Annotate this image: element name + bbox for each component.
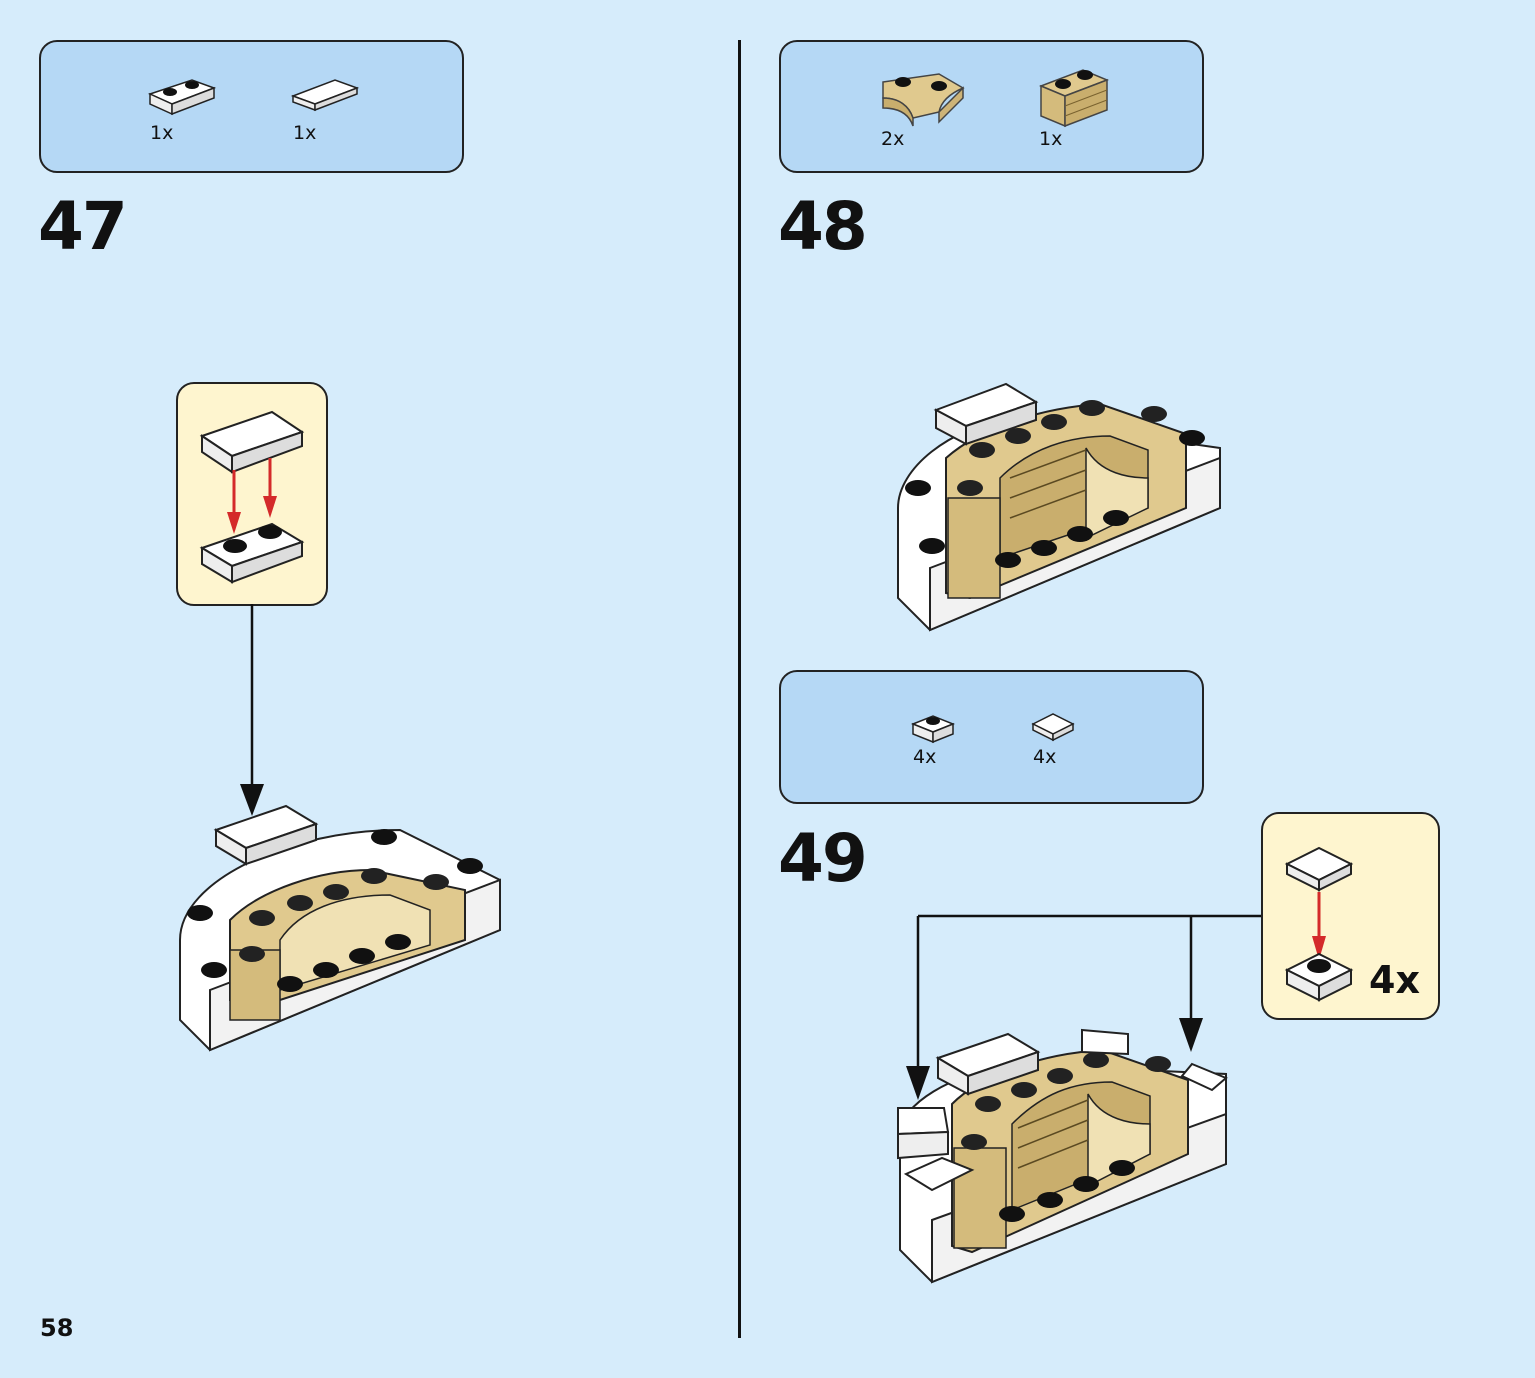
white-plate-1x2-icon	[147, 79, 216, 116]
part-item: 2x	[879, 68, 969, 150]
white-tile-1x2-icon	[290, 79, 359, 112]
tan-masonry-brick-icon	[1038, 69, 1110, 128]
white-plate-1x1-icon	[910, 715, 956, 744]
part-qty: 2x	[881, 128, 905, 150]
callout-arrows	[906, 914, 1261, 1100]
parts-box-step-48: 2x 1x	[779, 40, 1204, 173]
callout-qty: 4x	[1369, 958, 1420, 1002]
part-item: 1x	[1037, 62, 1127, 150]
part-item: 4x	[909, 708, 999, 768]
model-step-48	[897, 382, 1221, 632]
part-qty: 1x	[150, 122, 174, 144]
callout-step-49: 4x	[1261, 812, 1440, 1020]
part-qty: 4x	[1033, 746, 1057, 768]
model-step-47	[179, 804, 501, 1052]
callout-step-47	[176, 382, 328, 606]
part-item: 1x	[146, 72, 236, 144]
parts-box-step-47: 1x 1x	[39, 40, 464, 173]
tile-onto-plate-1x1-icon	[1284, 846, 1354, 1002]
part-qty: 1x	[1039, 128, 1063, 150]
column-divider	[738, 40, 741, 1338]
parts-box-step-49: 4x 4x	[779, 670, 1204, 804]
callout-arrow	[240, 604, 264, 816]
step-number-48: 48	[778, 188, 868, 265]
part-qty: 1x	[293, 122, 317, 144]
tile-onto-plate-icon	[199, 410, 305, 584]
model-step-49	[897, 1028, 1228, 1284]
step-number-47: 47	[38, 188, 128, 265]
tan-curved-brick-icon	[882, 73, 965, 127]
part-item: 4x	[1029, 708, 1119, 768]
page-number: 58	[40, 1314, 74, 1342]
white-tile-1x1-icon	[1031, 713, 1075, 742]
part-qty: 4x	[913, 746, 937, 768]
step-number-49: 49	[778, 820, 868, 897]
part-item: 1x	[289, 72, 379, 144]
